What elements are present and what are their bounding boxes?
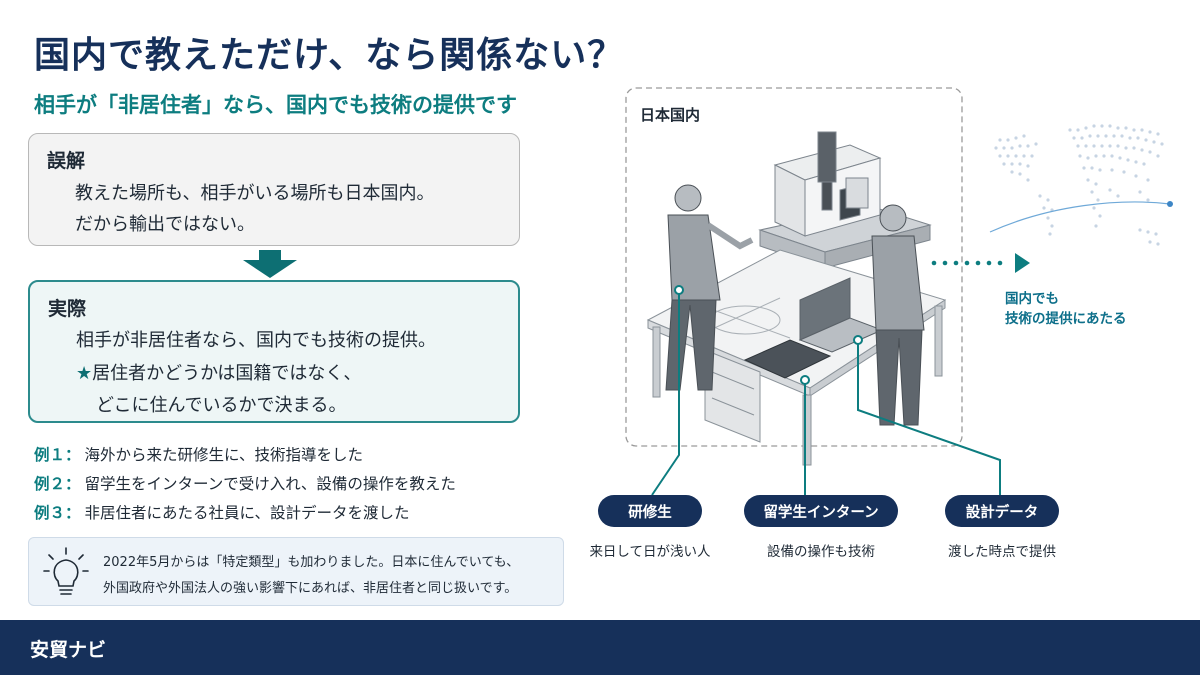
reality-line-2: ★居住者かどうかは国籍ではなく、 — [76, 359, 361, 385]
star-icon: ★ — [76, 363, 93, 384]
reality-line-3: どこに住んでいるかで決まる。 — [96, 395, 347, 416]
side-label-line-2: 技術の提供にあたる — [1005, 311, 1127, 327]
office-illustration — [625, 87, 1173, 496]
world-map — [994, 124, 1164, 246]
japan-region-label: 日本国内 — [640, 106, 701, 124]
callout-intern-caption: 設備の操作も技術 — [767, 544, 875, 560]
reality-box: 実際 相手が非居住者なら、国内でも技術の提供。 ★居住者かどうかは国籍ではなく、… — [28, 280, 520, 423]
design-data — [743, 339, 832, 379]
note-line-2: 外国政府や外国法人の強い影響下にあれば、非居住者と同じ扱いです。 — [103, 581, 518, 596]
callout-trainee-caption: 来日して日が浅い人 — [589, 544, 711, 560]
reality-heading: 実際 — [48, 298, 87, 320]
callout-design-data-caption: 渡した時点で提供 — [948, 544, 1056, 560]
callout-design-data: 設計データ — [945, 495, 1059, 527]
example-row: 例３：非居住者にあたる社員に、設計データを渡した — [34, 501, 410, 523]
footer-bar: 安貿ナビ — [0, 620, 1200, 675]
side-label-line-1: 国内でも — [1005, 291, 1059, 307]
example-text: 海外から来た研修生に、技術指導をした — [84, 446, 364, 464]
intern-figure — [871, 204, 925, 426]
example-text: 留学生をインターンで受け入れ、設備の操作を教えた — [84, 475, 456, 493]
reality-line-1: 相手が非居住者なら、国内でも技術の提供。 — [76, 330, 436, 351]
note-box: 2022年5月からは「特定類型」も加わりました。日本に住んでいても、 外国政府や… — [28, 537, 564, 606]
misconception-line-2: だから輸出ではない。 — [75, 214, 255, 235]
misconception-line-1: 教えた場所も、相手がいる場所も日本国内。 — [75, 183, 435, 204]
note-line-1: 2022年5月からは「特定類型」も加わりました。日本に住んでいても、 — [103, 555, 520, 570]
example-label: 例３： — [34, 504, 81, 522]
example-row: 例２：留学生をインターンで受け入れ、設備の操作を教えた — [34, 472, 456, 494]
brand-name: 安貿ナビ — [30, 639, 107, 661]
example-label: 例２： — [34, 475, 81, 493]
page-subtitle: 相手が「非居住者」なら、国内でも技術の提供です — [34, 93, 517, 117]
example-text: 非居住者にあたる社員に、設計データを渡した — [84, 504, 410, 522]
example-row: 例１：海外から来た研修生に、技術指導をした — [34, 443, 363, 465]
callout-intern: 留学生インターン — [744, 495, 898, 527]
misconception-heading: 誤解 — [47, 150, 86, 172]
lightbulb-icon — [43, 547, 89, 595]
reality-line-2-text: 居住者かどうかは国籍ではなく、 — [92, 363, 362, 384]
page-title: 国内で教えただけ、なら関係ない？ — [34, 35, 625, 76]
example-label: 例１： — [34, 446, 81, 464]
callout-trainee: 研修生 — [598, 495, 702, 527]
arrow-down-icon — [243, 250, 297, 278]
misconception-box: 誤解 教えた場所も、相手がいる場所も日本国内。 だから輸出ではない。 — [28, 133, 520, 246]
